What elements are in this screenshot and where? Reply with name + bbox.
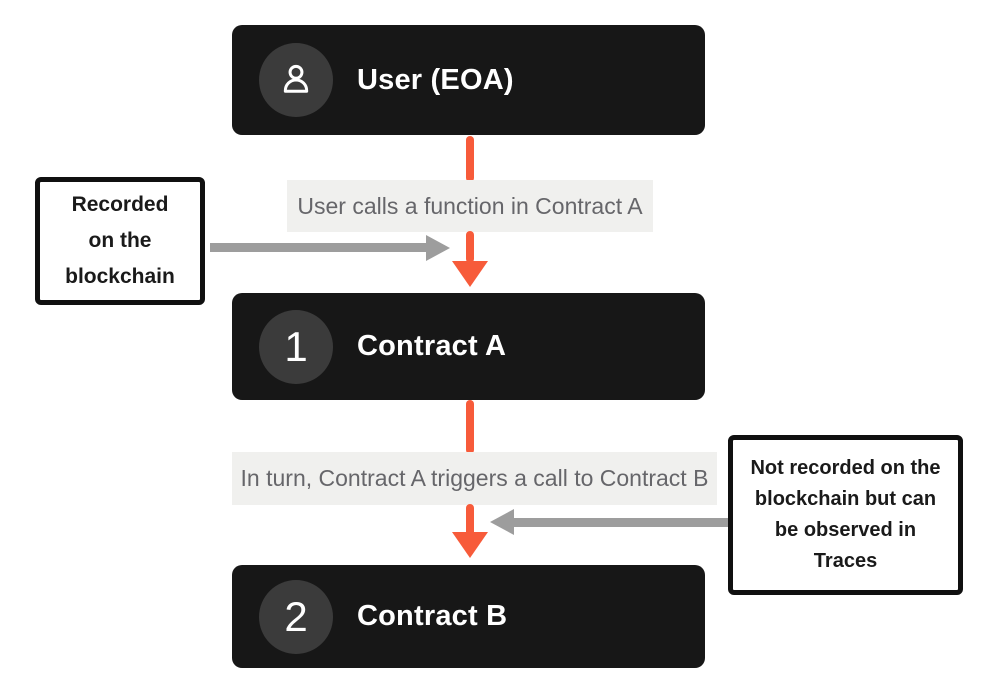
node-contract-b-label: Contract B bbox=[357, 600, 508, 632]
annotation-right-line1: Not recorded on the bbox=[750, 457, 941, 479]
arrow-label-to-contract-b-line bbox=[466, 504, 474, 536]
node-user-eoa: User (EOA) bbox=[232, 25, 705, 135]
contract-b-number: 2 bbox=[284, 592, 308, 640]
node-contract-a-label: Contract A bbox=[357, 330, 507, 362]
annotation-right-line4: Traces bbox=[813, 550, 878, 572]
contract-b-number-circle: 2 bbox=[259, 579, 333, 654]
edge-label-user-call: User calls a function in Contract A bbox=[287, 180, 653, 232]
contract-a-number: 1 bbox=[284, 322, 308, 370]
gray-arrow-left-head bbox=[490, 509, 514, 535]
arrow-down-head-2 bbox=[452, 532, 488, 558]
edge-label-contract-a-triggers: In turn, Contract A triggers a call to C… bbox=[232, 452, 717, 505]
annotation-left-line1: Recorded bbox=[71, 193, 169, 216]
arrow-user-to-label-line bbox=[466, 136, 474, 182]
arrow-contract-a-to-label-line bbox=[466, 400, 474, 454]
node-contract-b: 2 Contract B bbox=[232, 565, 705, 668]
annotation-recorded-on-blockchain: Recorded on the blockchain bbox=[35, 177, 205, 305]
annotation-not-recorded-traces: Not recorded on the blockchain but can b… bbox=[728, 435, 963, 595]
user-avatar-circle bbox=[259, 43, 333, 117]
gray-arrow-left-shaft bbox=[210, 243, 426, 252]
arrow-label-to-contract-a-line bbox=[466, 231, 474, 263]
person-icon bbox=[283, 64, 309, 93]
contract-a-number-circle: 1 bbox=[259, 309, 333, 384]
annotation-left-line2: on the bbox=[88, 229, 152, 252]
gray-arrow-right-head bbox=[426, 235, 450, 261]
node-user-label: User (EOA) bbox=[357, 63, 514, 96]
node-contract-a: 1 Contract A bbox=[232, 293, 705, 400]
annotation-right-line2: blockchain but can bbox=[754, 488, 937, 510]
annotation-left-line3: blockchain bbox=[65, 265, 175, 288]
arrow-down-head-1 bbox=[452, 261, 488, 287]
gray-arrow-right-shaft bbox=[514, 518, 730, 527]
annotation-right-line3: be observed in bbox=[774, 519, 917, 541]
